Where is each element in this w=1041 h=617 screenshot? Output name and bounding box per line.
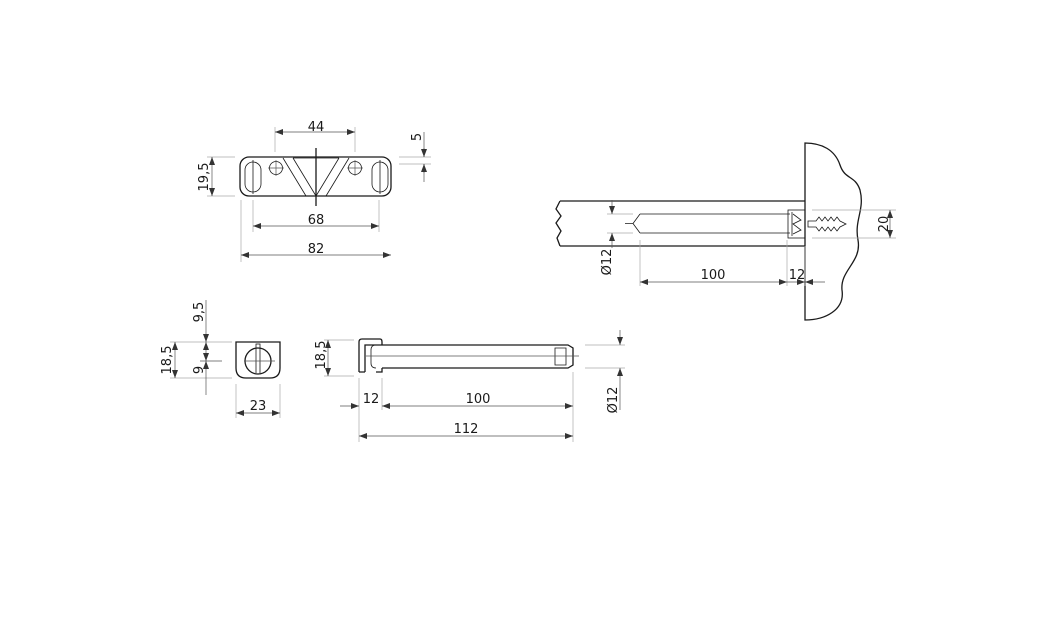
dim-82: 82 bbox=[308, 242, 325, 257]
dim-18-5-front: 18,5 bbox=[160, 346, 175, 375]
dim-100-installed: 100 bbox=[701, 268, 726, 283]
front-view bbox=[200, 341, 281, 379]
top-view-dimensions bbox=[207, 127, 431, 262]
installed-dimensions bbox=[607, 200, 896, 286]
dim-9: 9 bbox=[192, 366, 207, 374]
dim-68: 68 bbox=[308, 213, 325, 228]
dim-112: 112 bbox=[454, 422, 479, 437]
dim-5: 5 bbox=[410, 133, 425, 141]
dim-dia12-installed: Ø12 bbox=[600, 249, 615, 276]
dim-19-5: 19,5 bbox=[197, 163, 212, 192]
side-dimensions bbox=[324, 330, 625, 442]
dim-100-side: 100 bbox=[466, 392, 491, 407]
dim-20: 20 bbox=[877, 216, 892, 233]
dim-18-5-side: 18,5 bbox=[314, 341, 329, 370]
dim-12-side: 12 bbox=[363, 392, 380, 407]
dim-44: 44 bbox=[308, 120, 325, 135]
dim-dia12-side: Ø12 bbox=[606, 387, 621, 414]
dim-12-installed: 12 bbox=[789, 268, 806, 283]
installed-view bbox=[555, 142, 862, 321]
front-dimensions bbox=[170, 300, 281, 418]
dim-9-5: 9,5 bbox=[192, 302, 207, 323]
side-view bbox=[358, 338, 579, 373]
top-view-plate bbox=[239, 148, 392, 206]
dim-23: 23 bbox=[250, 399, 267, 414]
